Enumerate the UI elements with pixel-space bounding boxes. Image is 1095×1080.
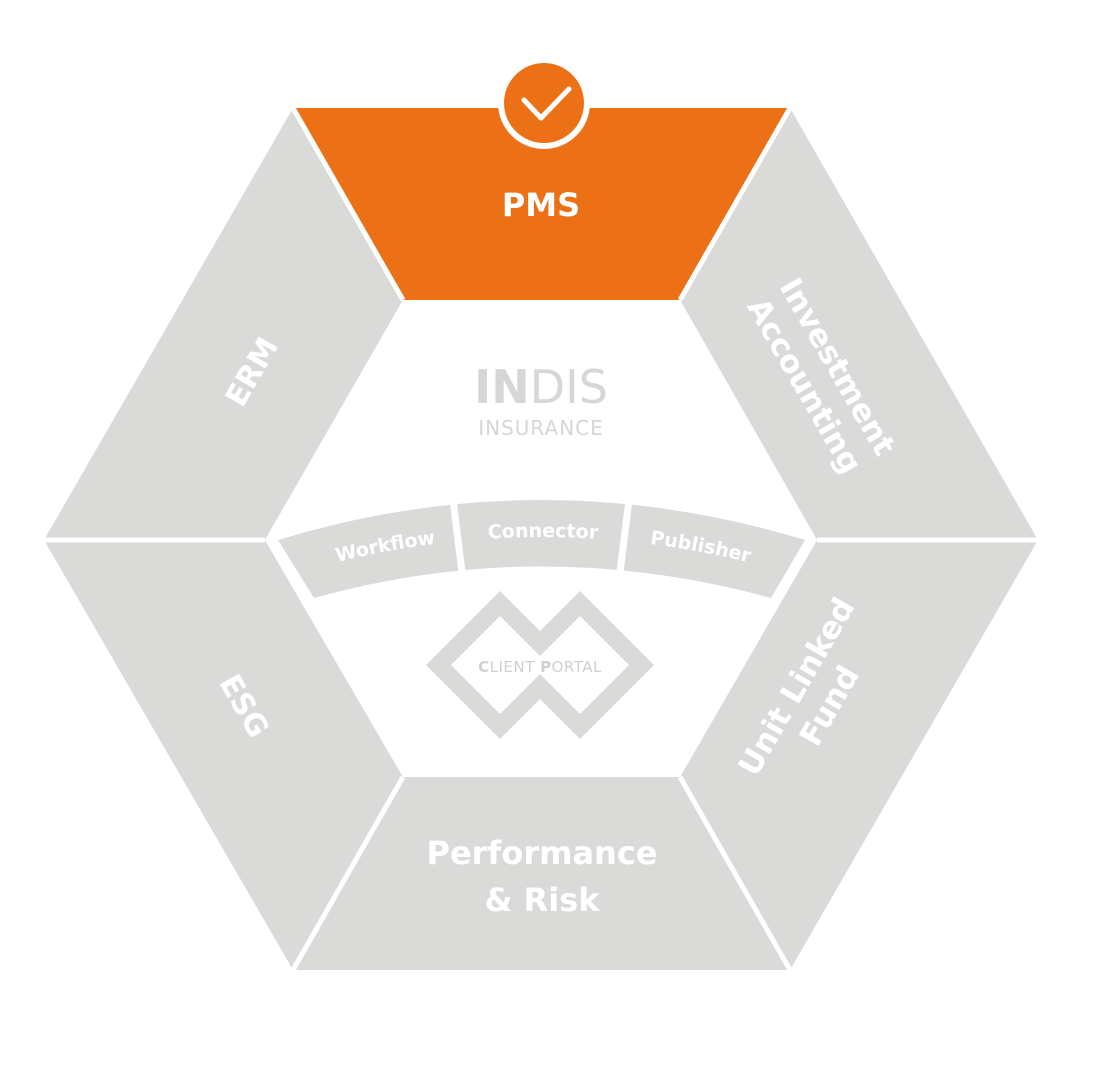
portal-outline-icon: [426, 591, 654, 739]
segment-separators: [44, 106, 1038, 972]
svg-text:& Risk: & Risk: [485, 881, 601, 919]
checkmark-icon: [521, 86, 572, 121]
segment-upper-left[interactable]: [44, 108, 403, 540]
brand-wordmark: INDIS: [474, 360, 608, 414]
segment-bottom[interactable]: [293, 777, 790, 970]
selected-badge: [498, 57, 590, 149]
segment-upper-right[interactable]: [680, 108, 1038, 540]
svg-text:Performance: Performance: [426, 834, 657, 872]
segment-lower-right[interactable]: [680, 540, 1038, 970]
segment-label-performance-risk: Performance & Risk: [426, 834, 657, 919]
brand-subtitle: INSURANCE: [478, 416, 604, 440]
indis-logo: INDIS INSURANCE: [474, 360, 608, 440]
portal-label: CLIENT PORTAL: [478, 658, 602, 676]
segment-top[interactable]: [293, 108, 790, 300]
segment-label-pms: PMS: [502, 186, 580, 224]
module-band: [278, 500, 805, 598]
client-portal-emblem[interactable]: CLIENT PORTAL: [426, 591, 654, 739]
module-dividers: [448, 491, 634, 573]
module-connector[interactable]: Connector: [487, 520, 599, 544]
segment-lower-left[interactable]: [44, 540, 403, 970]
